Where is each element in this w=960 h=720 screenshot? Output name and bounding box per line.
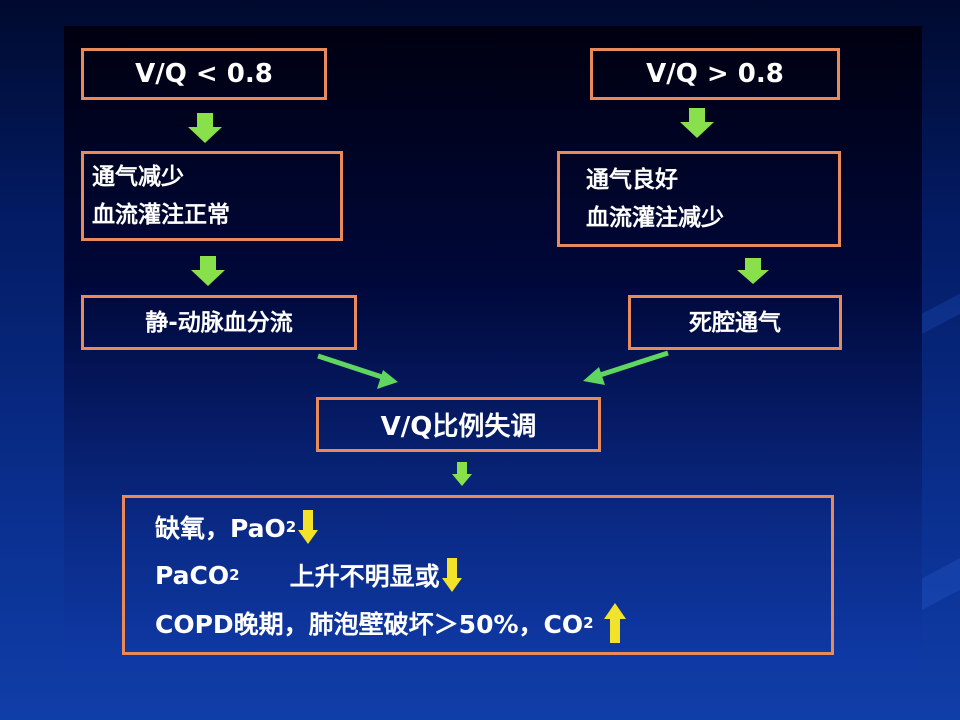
- right-ratio-box: V/Q > 0.8: [590, 48, 840, 100]
- right-result-box: 死腔通气: [628, 295, 842, 350]
- right-condition-line-2: 血流灌注减少: [586, 205, 724, 231]
- effect-line-1-text: 缺氧，PaO: [155, 514, 286, 543]
- effect-line-2-sub: 2: [229, 566, 240, 584]
- arrow-down-icon: [680, 108, 714, 138]
- arrow-down-icon: [188, 113, 222, 143]
- left-condition-box: 通气减少 血流灌注正常: [81, 151, 343, 241]
- arrow-down-yellow-icon: [441, 558, 462, 592]
- mismatch-label: V/Q比例失调: [380, 412, 537, 442]
- arrow-down-yellow-icon: [298, 510, 319, 544]
- left-result-box: 静-动脉血分流: [81, 295, 357, 350]
- left-result-label: 静-动脉血分流: [145, 309, 293, 336]
- right-condition-box: 通气良好 血流灌注减少: [557, 151, 841, 247]
- mismatch-box: V/Q比例失调: [316, 397, 601, 452]
- right-condition-line-1: 通气良好: [586, 167, 678, 193]
- right-ratio-label: V/Q > 0.8: [646, 59, 784, 89]
- arrow-down-icon: [191, 256, 225, 286]
- left-ratio-box: V/Q < 0.8: [81, 48, 327, 100]
- arrow-down-icon: [452, 462, 472, 486]
- left-ratio-label: V/Q < 0.8: [135, 59, 273, 89]
- effect-line-2-tail: 上升不明显或: [289, 562, 440, 591]
- arrow-down-icon: [737, 258, 769, 284]
- arrow-up-yellow-icon: [603, 603, 626, 643]
- effect-line-2-text: PaCO: [155, 560, 230, 590]
- effect-line-3-sub: 2: [583, 614, 594, 632]
- effect-line-3-text: COPD晚期，肺泡壁破坏＞50%，CO: [155, 610, 584, 639]
- left-condition-line-2: 血流灌注正常: [92, 202, 230, 228]
- effect-line-1-sub: 2: [285, 518, 297, 536]
- right-result-label: 死腔通气: [689, 309, 781, 336]
- left-condition-line-1: 通气减少: [92, 164, 184, 190]
